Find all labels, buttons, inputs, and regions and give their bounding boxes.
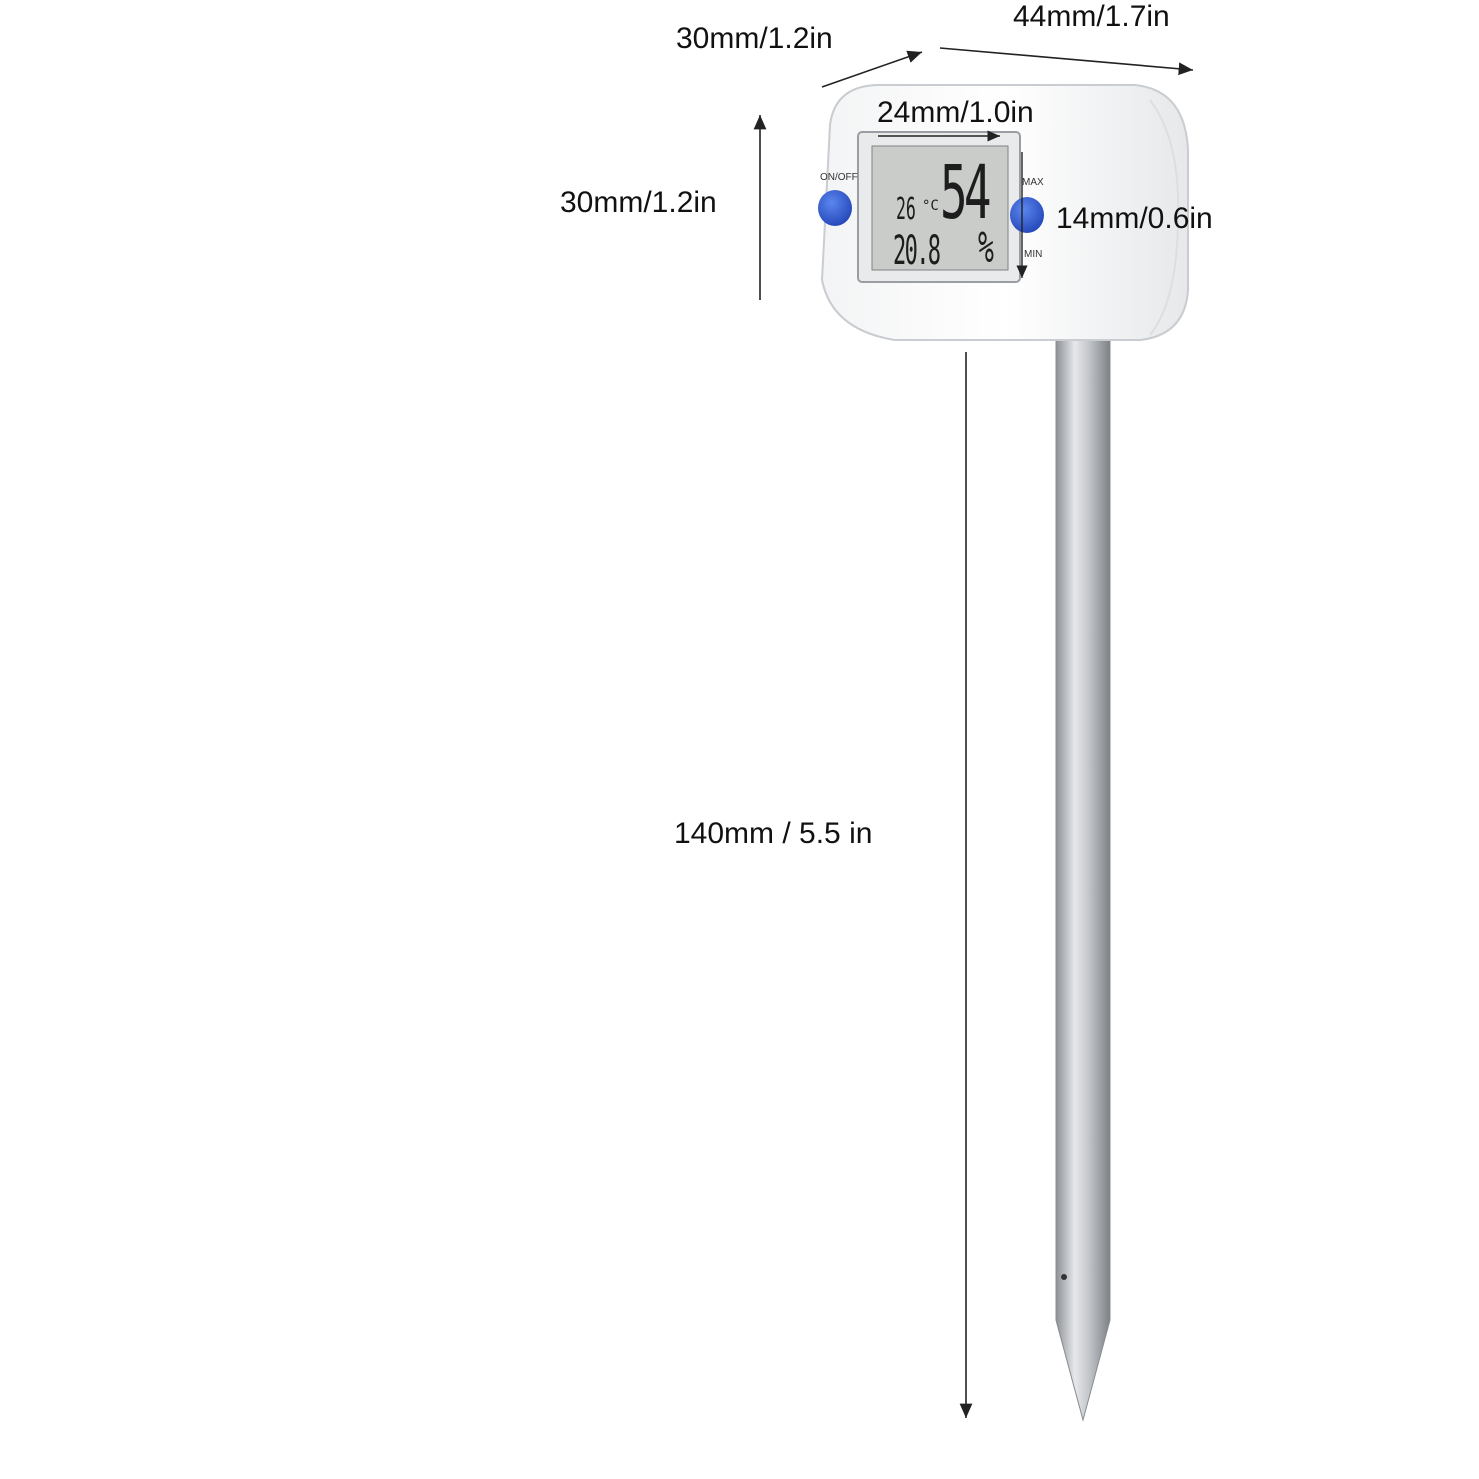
lcd-temp-secondary: 20.8 — [893, 228, 941, 274]
power-button-label: ON/OFF — [820, 172, 858, 183]
min-label: MIN — [1024, 249, 1043, 260]
max-min-button — [1010, 197, 1044, 233]
probe-rod — [1055, 337, 1111, 1422]
lcd-temp-unit: °C — [922, 198, 939, 214]
humidity-value: 54 — [940, 150, 992, 236]
humidity-unit: % — [978, 222, 994, 273]
probe-hole — [1061, 1274, 1067, 1280]
max-label: MAX — [1022, 177, 1044, 188]
screen-width-label: 24mm/1.0in — [877, 96, 1034, 129]
device-side-edge — [1149, 99, 1180, 336]
lcd-humidity-unit: % — [978, 222, 994, 273]
power-button — [818, 190, 852, 226]
lcd-screen — [871, 145, 1009, 271]
width-dimension-line — [939, 47, 1194, 76]
depth-label: 30mm/1.2in — [676, 22, 833, 55]
lcd-temp-small: 26 — [896, 192, 916, 227]
height-label: 30mm/1.2in — [560, 186, 717, 219]
depth-dimension-line — [821, 50, 923, 88]
button-size-label: 14mm/0.6in — [1056, 202, 1213, 235]
width-label: 44mm/1.7in — [1013, 0, 1170, 33]
lcd-humidity: 54 — [940, 150, 992, 236]
probe-length-label: 140mm / 5.5 in — [674, 817, 873, 850]
